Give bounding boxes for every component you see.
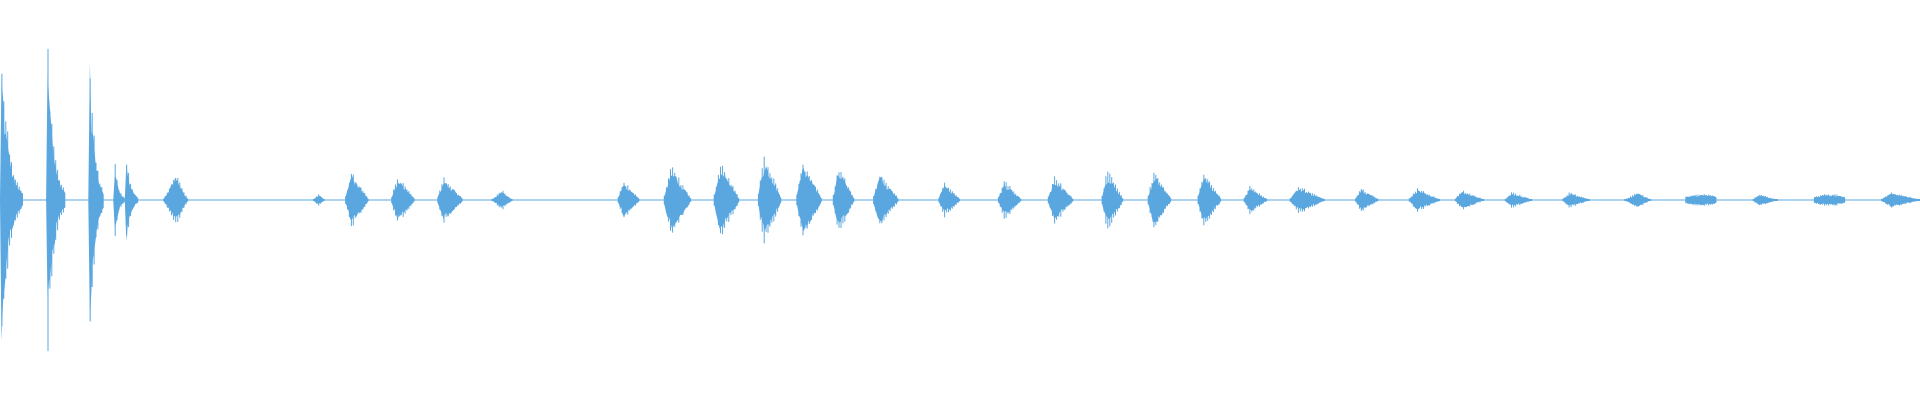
waveform-burst — [1505, 194, 1533, 206]
waveform-burst — [491, 192, 513, 207]
waveform-burst — [1102, 181, 1124, 220]
waveform-burst — [938, 185, 960, 211]
waveform-burst — [1685, 194, 1717, 206]
waveform-burst — [664, 175, 692, 229]
waveform-burst — [618, 184, 640, 217]
waveform-burst — [1409, 190, 1440, 210]
waveform-burst — [1562, 194, 1590, 206]
waveform-burst — [1290, 189, 1325, 210]
waveform-bursts — [0, 48, 1920, 352]
waveform-burst — [1814, 195, 1846, 205]
waveform-burst — [1624, 193, 1652, 207]
waveform-burst — [833, 175, 855, 223]
